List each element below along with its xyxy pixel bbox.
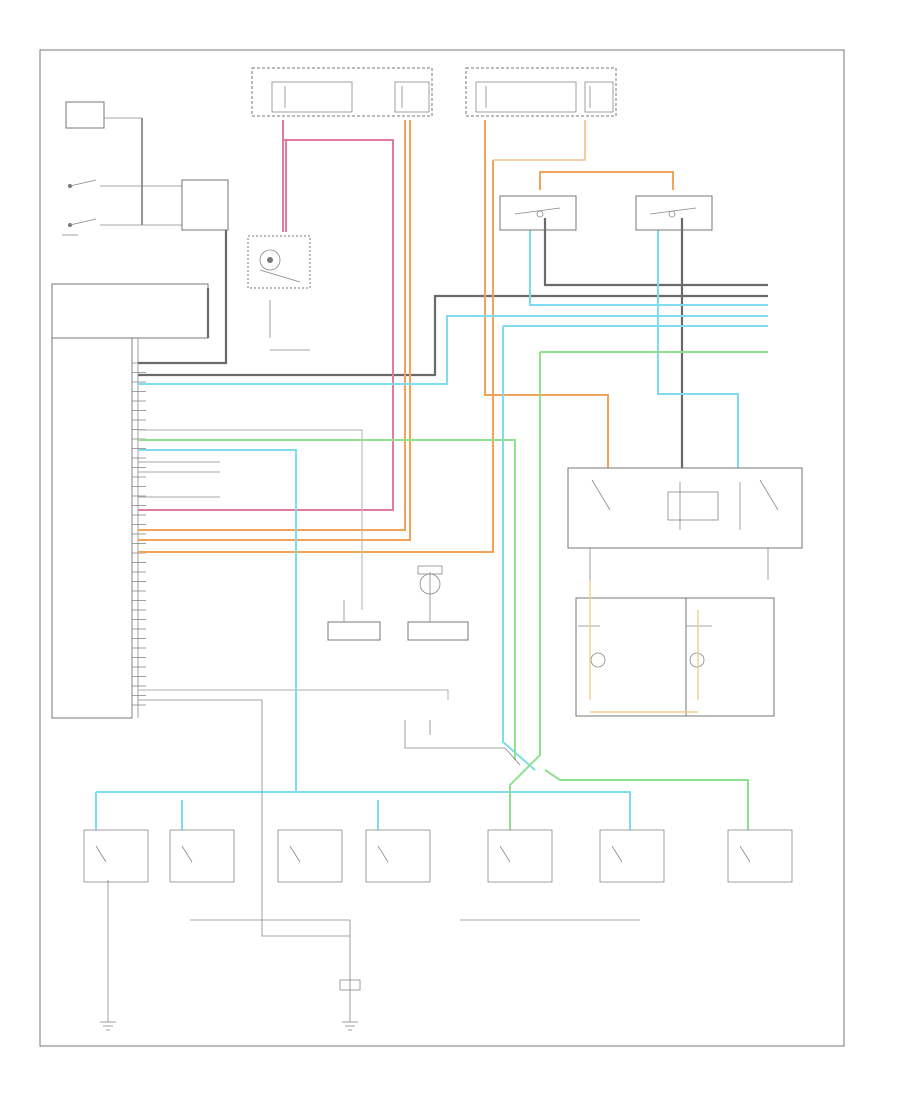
ground-bus xyxy=(190,919,640,936)
cyan-wire-2 xyxy=(529,230,768,306)
switch-icon xyxy=(83,829,793,883)
door-switch-box xyxy=(365,829,431,883)
green-wire-4 xyxy=(544,769,749,830)
door-lock-switch-module xyxy=(567,467,803,580)
actuator-left xyxy=(575,580,687,717)
center-switch-right xyxy=(407,572,469,641)
green-wire-3 xyxy=(509,352,541,830)
switch-blade xyxy=(739,845,751,863)
door-switch-box xyxy=(277,829,343,883)
switch-blade xyxy=(289,845,301,863)
gray-wire-4 xyxy=(543,218,768,287)
gray-wire-2 xyxy=(138,294,768,377)
orange-wire-4 xyxy=(138,160,494,553)
door-switch-box xyxy=(487,829,553,883)
thin-wire-1 xyxy=(138,429,363,610)
ltorange-wire xyxy=(493,120,586,161)
center-switch-left xyxy=(327,600,381,641)
ground-icon xyxy=(100,880,116,1031)
lock-relay-left xyxy=(499,195,577,231)
control-module xyxy=(51,283,209,719)
green-wire-1 xyxy=(138,439,516,760)
sensor-assembly xyxy=(247,235,311,289)
door-switch-box xyxy=(169,829,235,883)
door-switch-box xyxy=(727,829,793,883)
thin-wire-8 xyxy=(404,720,521,766)
diagram-frame xyxy=(39,49,845,1047)
thin-wire-7 xyxy=(138,699,350,937)
switch-icon xyxy=(62,179,97,236)
switch-blade xyxy=(181,845,193,863)
orange-wire-3 xyxy=(484,120,609,468)
orange-wire-5 xyxy=(539,171,674,190)
cyan-wire-5 xyxy=(502,326,536,771)
fuse-icon xyxy=(339,979,361,991)
switch-blade xyxy=(611,845,623,863)
switch-blade xyxy=(95,845,107,863)
motor-icon xyxy=(417,565,443,595)
pink-wire-2 xyxy=(138,139,394,511)
actuator-right xyxy=(590,597,775,717)
cyan-wire-7 xyxy=(96,791,631,830)
cyan-wire-6 xyxy=(138,449,297,792)
door-switch-box xyxy=(599,829,665,883)
door-switch-box xyxy=(83,829,149,883)
relay-box-top-left xyxy=(65,101,229,231)
ground-icon xyxy=(342,936,358,1031)
switch-blade xyxy=(499,845,511,863)
switch-blade xyxy=(377,845,389,863)
cyan-wire-1 xyxy=(138,315,768,385)
cyan-wire-3 xyxy=(657,230,739,468)
underhood-fuse-block xyxy=(251,67,433,117)
orange-wire-1 xyxy=(138,120,406,531)
gray-wire-6 xyxy=(138,689,449,700)
fuse-panel-right xyxy=(465,67,617,117)
lock-relay-right xyxy=(635,195,713,231)
orange-wire-2 xyxy=(138,120,411,541)
connector-icon xyxy=(132,362,146,706)
gray-wire-1 xyxy=(138,230,228,365)
